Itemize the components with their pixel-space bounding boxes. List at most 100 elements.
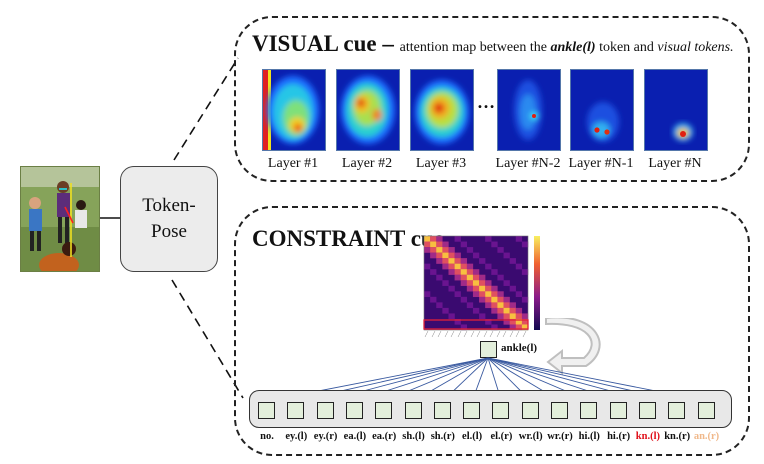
keypoint-token-label: ey.(r) — [313, 431, 338, 442]
matrix-cell — [485, 318, 492, 325]
matrix-cell — [485, 236, 492, 242]
matrix-cell — [442, 263, 449, 270]
matrix-cell — [430, 269, 437, 275]
matrix-cell — [460, 241, 468, 248]
matrix-cell — [460, 296, 468, 303]
keypoint-token-label: ea.(l) — [343, 431, 367, 442]
matrix-cell — [430, 241, 437, 248]
token-attention-matrix — [423, 235, 540, 338]
keypoint-token-box — [638, 402, 656, 419]
keypoint-token-box — [580, 402, 598, 419]
matrix-cell — [491, 291, 498, 298]
matrix-cell — [454, 236, 461, 242]
matrix-cell — [491, 269, 498, 275]
matrix-cell — [448, 285, 455, 292]
matrix-cell — [485, 291, 492, 298]
matrix-cell — [454, 274, 461, 281]
keypoint-token-label: kn.(r) — [664, 431, 691, 442]
keypoint-token-label: ey.(l) — [285, 431, 308, 442]
matrix-cell — [460, 269, 468, 275]
keypoint-token-box — [463, 402, 481, 419]
matrix-cell — [448, 263, 455, 270]
matrix-cell — [466, 274, 474, 281]
matrix-cell — [424, 241, 431, 248]
keypoint-token-box — [551, 402, 568, 419]
matrix-cell — [436, 247, 443, 253]
keypoint-token-label: el.(r) — [490, 431, 513, 442]
matrix-cell — [436, 236, 443, 242]
matrix-cell — [509, 307, 516, 314]
matrix-cell — [515, 291, 523, 298]
matrix-cell — [454, 291, 461, 298]
ankle-query-label: ankle(l) — [501, 342, 538, 354]
matrix-cell — [454, 263, 461, 270]
matrix-cell — [503, 313, 510, 320]
tokenpose-label-line2: Pose — [151, 221, 187, 242]
matrix-cell — [430, 296, 437, 303]
keypoint-token-box — [375, 402, 393, 419]
matrix-cell — [472, 252, 480, 259]
visual-cue-title-emph: ankle(l) — [550, 40, 596, 55]
matrix-cell — [515, 324, 523, 331]
layer-label-n-2: Layer #N-2 — [495, 156, 561, 171]
matrix-cell — [436, 274, 443, 281]
matrix-cell — [430, 236, 437, 242]
matrix-cell — [497, 291, 504, 298]
matrix-cell — [436, 241, 443, 248]
matrix-cell — [497, 247, 504, 253]
matrix-cell — [509, 258, 516, 264]
matrix-cell — [509, 318, 516, 325]
matrix-cell — [521, 318, 529, 325]
matrix-cell — [479, 280, 486, 286]
curved-return-arrow — [545, 318, 601, 376]
keypoint-token-label: wr.(l) — [518, 431, 543, 442]
matrix-cell — [509, 313, 516, 320]
layer-label-n: Layer #N — [648, 156, 702, 171]
matrix-cell — [472, 269, 480, 275]
matrix-cell — [515, 318, 523, 325]
matrix-cell — [430, 252, 437, 259]
constraint-cue-panel — [234, 206, 750, 456]
layer-label-3: Layer #3 — [415, 156, 467, 171]
matrix-cell — [491, 302, 498, 309]
matrix-cell — [485, 263, 492, 270]
keypoint-token-box — [258, 402, 275, 419]
matrix-cell — [485, 285, 492, 292]
keypoint-token-box — [345, 402, 363, 419]
matrix-cell — [479, 313, 486, 320]
tokenpose-block: Token- Pose — [120, 166, 218, 272]
matrix-colorbar — [534, 236, 540, 330]
visual-cue-title-ital: visual tokens. — [657, 40, 734, 55]
keypoint-token-label: wr.(r) — [547, 431, 573, 442]
keypoint-token-box — [404, 402, 422, 419]
layer-label-1: Layer #1 — [267, 156, 319, 171]
keypoint-token-label: sh.(r) — [430, 431, 455, 442]
matrix-cell — [515, 307, 523, 314]
matrix-cell — [466, 247, 474, 253]
matrix-cell — [503, 318, 510, 325]
matrix-cell — [497, 307, 504, 314]
keypoint-token-label: no. — [260, 431, 274, 442]
matrix-cell — [485, 296, 492, 303]
matrix-cell — [503, 252, 510, 259]
more-layers-ellipsis: … — [477, 92, 495, 112]
matrix-cell — [424, 247, 431, 253]
matrix-cell — [442, 280, 449, 286]
matrix-cell — [442, 247, 449, 253]
matrix-cell — [503, 296, 510, 303]
matrix-cell — [460, 280, 468, 286]
matrix-cell — [448, 258, 455, 264]
matrix-cell — [521, 269, 529, 275]
keypoint-token-label: hi.(l) — [578, 431, 600, 442]
attention-map-layer-n-2 — [497, 69, 561, 151]
matrix-cell — [515, 263, 523, 270]
tokenpose-label-line1: Token- — [142, 195, 196, 216]
matrix-cell — [442, 307, 449, 314]
matrix-cell — [460, 258, 468, 264]
matrix-cell — [479, 291, 486, 298]
matrix-cell — [497, 302, 504, 309]
matrix-highlight-row — [423, 319, 529, 330]
matrix-cell — [448, 252, 455, 259]
matrix-cell — [503, 307, 510, 314]
